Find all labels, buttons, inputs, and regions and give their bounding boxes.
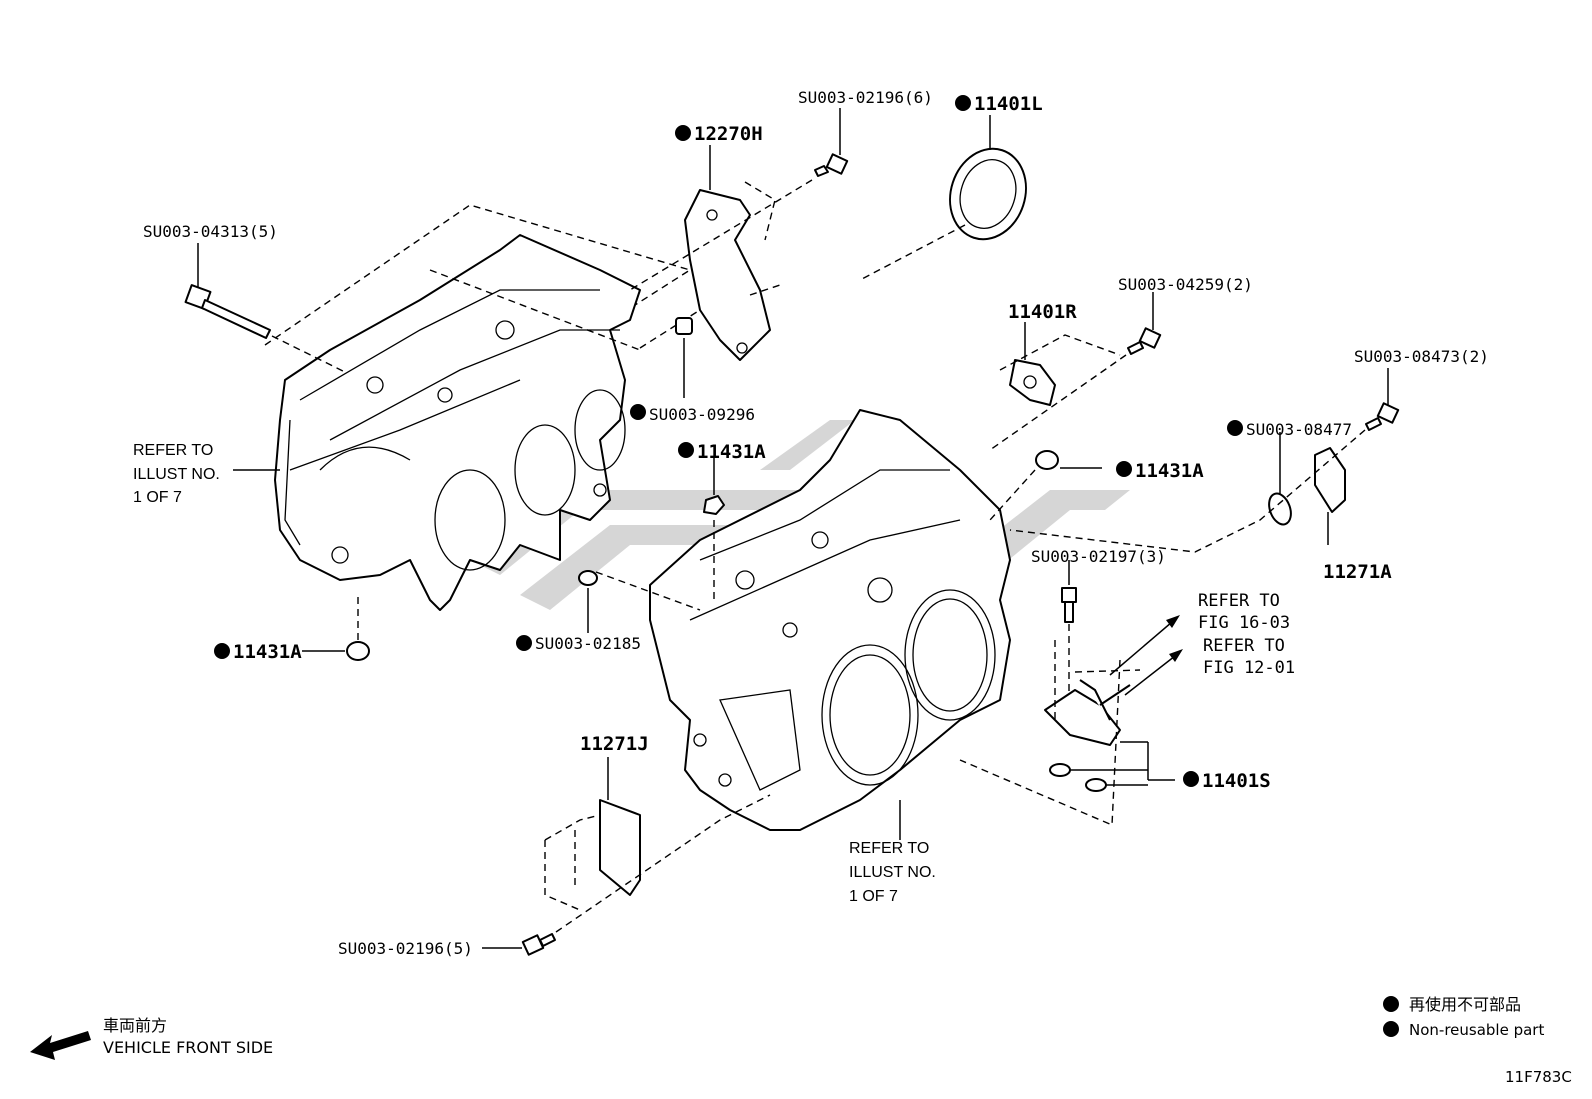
nonreusable-dot (1183, 771, 1199, 787)
plug-11431a-left (346, 641, 370, 661)
refer-left-line1: REFER TO (133, 442, 213, 459)
plate-11271a (1314, 447, 1346, 513)
refer-left-line2: ILLUST NO. (133, 466, 220, 483)
legend-en: Non-reusable part (1409, 1021, 1544, 1039)
nonreusable-dot (675, 125, 691, 141)
callout-11271j: 11271J (580, 733, 649, 755)
callout-su003-04259: SU003-04259(2) (1118, 275, 1253, 294)
nonreusable-dot (955, 95, 971, 111)
nonreusable-dot (1227, 420, 1243, 436)
bolt-08473 (1365, 402, 1400, 431)
ref-fig-12-01-l2: FIG 12-01 (1203, 658, 1295, 678)
oring-02185 (578, 570, 598, 586)
callout-su003-08473: SU003-08473(2) (1354, 347, 1489, 366)
nonreusable-dot (630, 404, 646, 420)
plug-09296 (675, 317, 693, 335)
ref-fig-16-03-l2: FIG 16-03 (1198, 613, 1290, 633)
ref-arrow-12-01 (1124, 649, 1183, 696)
bolt-02197-3 (1061, 587, 1077, 623)
callout-su003-02185: SU003-02185 (535, 634, 641, 653)
refer-bottom-line3: 1 OF 7 (849, 888, 898, 905)
bolt-04313 (184, 284, 271, 339)
callout-12270h: 12270H (694, 123, 763, 145)
vehicle-front-en: VEHICLE FRONT SIDE (103, 1038, 273, 1057)
left-crankcase (274, 234, 641, 611)
callout-11431a-mid: 11431A (697, 441, 766, 463)
pipe-bracket (1044, 679, 1131, 746)
callout-11401r: 11401R (1008, 301, 1077, 323)
callout-11431a-left: 11431A (233, 641, 302, 663)
callout-su003-02196-6: SU003-02196(6) (798, 88, 933, 107)
plug-11431a-mid (703, 495, 725, 515)
refer-bottom-line2: ILLUST NO. (849, 864, 936, 881)
refer-bottom-line1: REFER TO (849, 840, 929, 857)
callout-11431a-right: 11431A (1135, 460, 1204, 482)
refer-left-line3: 1 OF 7 (133, 489, 182, 506)
nonreusable-dot (516, 635, 532, 651)
legend-jp: 再使用不可部品 (1409, 995, 1521, 1014)
cover-11271j (599, 799, 641, 896)
right-crankcase (649, 409, 1011, 831)
legend-dot-icon (1383, 1021, 1399, 1037)
nonreusable-dot (214, 643, 230, 659)
callout-11271a: 11271A (1323, 561, 1392, 583)
callout-su003-09296: SU003-09296 (649, 405, 755, 424)
oring-08477 (1268, 492, 1292, 526)
callout-su003-02197: SU003-02197(3) (1031, 547, 1166, 566)
nonreusable-dot (678, 442, 694, 458)
oring-11401s (1049, 763, 1107, 792)
bolt-02196-6 (814, 153, 849, 177)
callout-su003-08477: SU003-08477 (1246, 420, 1352, 439)
callout-11401l: 11401L (974, 93, 1043, 115)
figure-id: 11F783C (1505, 1068, 1572, 1086)
ref-fig-16-03-l1: REFER TO (1198, 591, 1280, 611)
ref-fig-12-01-l1: REFER TO (1203, 636, 1285, 656)
vehicle-front-jp: 車両前方 (103, 1016, 167, 1035)
ref-arrow-16-03 (1109, 615, 1180, 676)
nonreusable-dot (1116, 461, 1132, 477)
callout-su003-04313: SU003-04313(5) (143, 222, 278, 241)
bolt-02196-5 (521, 933, 556, 956)
bracket-11401r (1009, 359, 1056, 406)
seal-11401l (949, 147, 1027, 241)
callout-11401s: 11401S (1202, 770, 1271, 792)
callout-su003-02196-5: SU003-02196(5) (338, 939, 473, 958)
legend-dot-icon (1383, 996, 1399, 1012)
front-arrow-icon (30, 1031, 91, 1060)
plug-11431a-right (1035, 450, 1059, 470)
plate-12270h (684, 189, 771, 361)
bolt-04259 (1127, 327, 1162, 355)
